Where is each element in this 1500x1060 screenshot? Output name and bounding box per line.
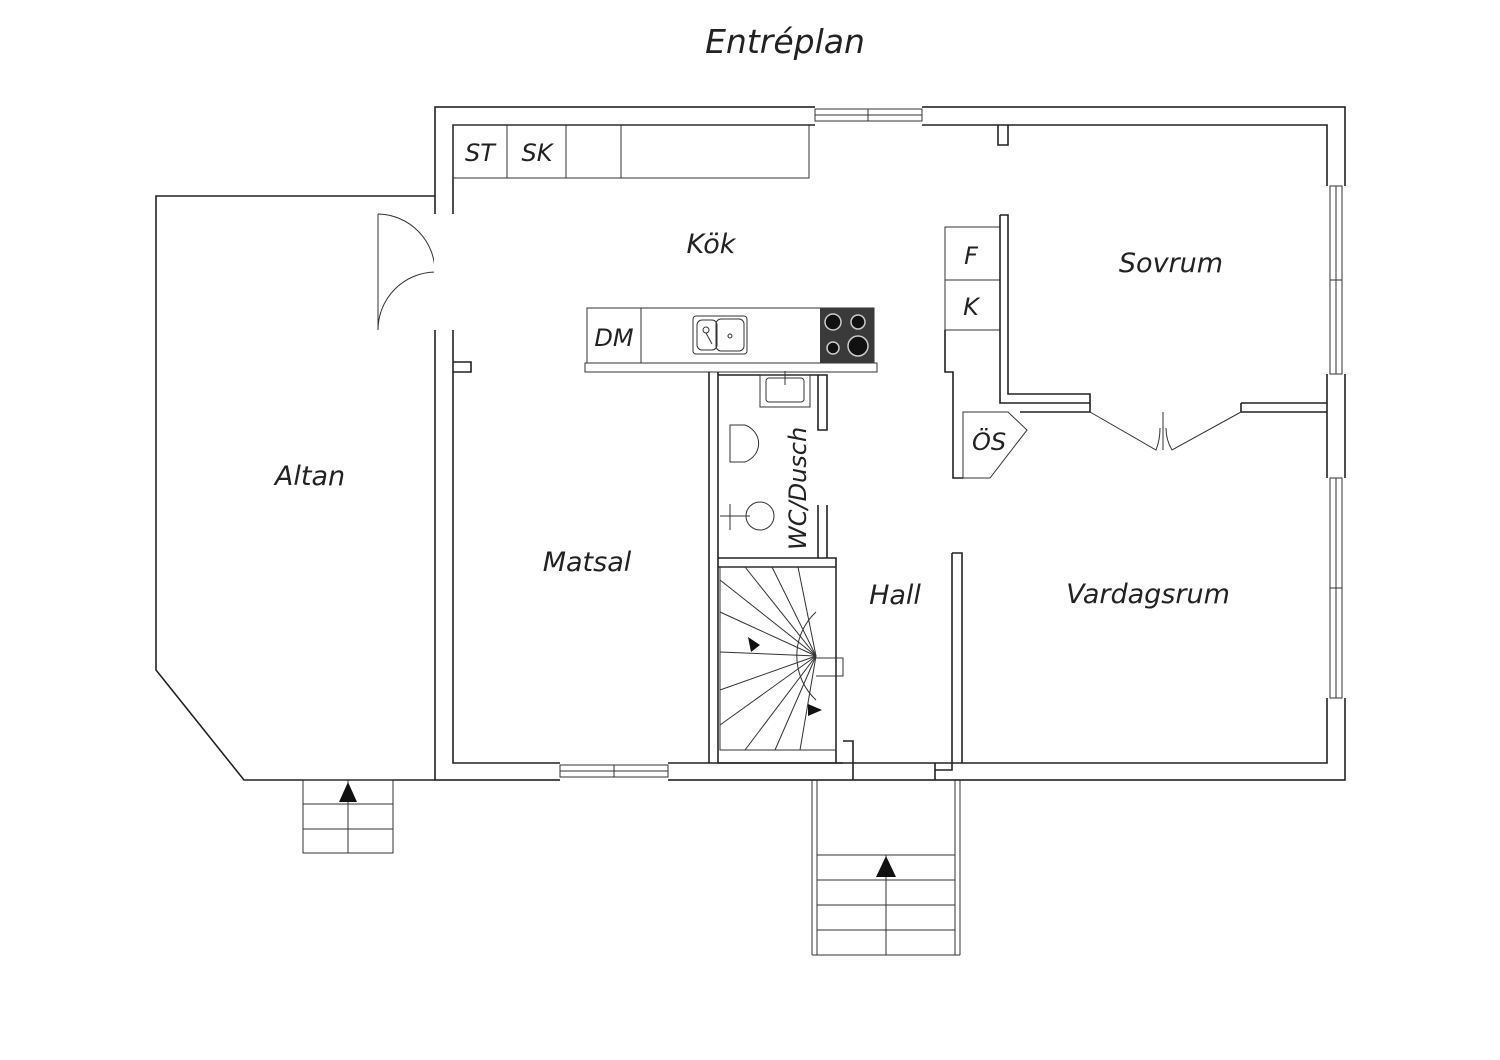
kitchen-island: DM: [584, 307, 878, 373]
window-right-bottom: [1325, 477, 1347, 699]
room-label-kok: Kök: [687, 229, 737, 260]
label-f: F: [964, 242, 979, 270]
window-top: [814, 105, 923, 127]
window-right-top: [1325, 185, 1347, 375]
stove-icon: [820, 308, 874, 363]
label-k: K: [963, 293, 981, 321]
arrow-up-icon: [339, 782, 357, 802]
bedroom-double-door: [1089, 411, 1242, 451]
label-dm: DM: [594, 324, 633, 352]
internal-staircase: [719, 566, 844, 751]
shower-icon: [720, 501, 775, 531]
fridge-freezer: F K: [944, 226, 1001, 331]
room-label-sovrum: Sovrum: [1119, 248, 1223, 279]
window-bottom: [559, 761, 669, 783]
interior-walls: [453, 125, 1327, 780]
label-os: ÖS: [972, 427, 1006, 456]
room-label-hall: Hall: [869, 580, 921, 611]
toilet-icon: [729, 424, 760, 463]
room-label-vardagsrum: Vardagsrum: [1066, 579, 1230, 610]
room-label-matsal: Matsal: [543, 547, 632, 578]
kitchen-counter-top: ST SK: [452, 124, 810, 179]
room-label-wc: WC/Dusch: [784, 427, 812, 550]
label-st: ST: [465, 139, 497, 167]
sink-icon: [692, 315, 748, 355]
deck-steps: [302, 779, 394, 854]
arrow-up-icon: [876, 856, 896, 877]
bath-sink-icon: [759, 371, 811, 408]
outer-walls: [434, 106, 1346, 781]
deck-double-door: [377, 213, 454, 331]
label-sk: SK: [522, 139, 555, 167]
fireplace-os: ÖS: [962, 411, 1028, 479]
plan-title: Entréplan: [705, 22, 865, 61]
room-label-altan: Altan: [273, 461, 345, 492]
entrance-steps: [811, 780, 961, 956]
